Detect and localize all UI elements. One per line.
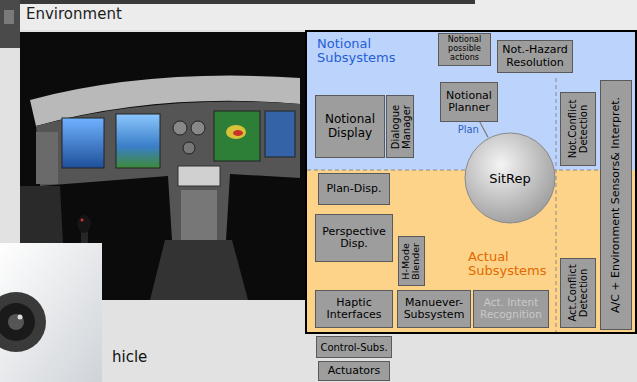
band-heading: Notional Subsystems [317,32,412,66]
title-bar [4,10,14,24]
node-text: Not.Conflict Detection [567,95,589,163]
cockpit-picture [116,114,160,168]
process-box: Haptic Interfaces [315,290,393,328]
node-text: Perspective Disp. [316,226,392,250]
process-box: Not.Conflict Detection [560,92,596,166]
process-box: Act.Conflict Detection [560,258,596,328]
cockpit-picture [77,215,91,233]
title-bar [20,0,475,4]
cockpit-picture [173,121,187,135]
node-text: A/C + Environment Sensors& Interpret. [610,83,622,327]
cockpit-picture [181,190,217,240]
node-text: H-Mode Blender [401,239,422,283]
process-box: Actuators [318,361,390,381]
process-box: Control-Subs. [316,336,391,358]
cockpit-picture [265,111,295,157]
process-box: Act. Intent Recognition [473,290,549,328]
cockpit-picture [81,219,84,222]
camera-picture [0,292,46,352]
process-box: Notional Display [315,95,385,158]
camera-picture [0,303,35,341]
node-text: Notional possible actions [439,36,490,62]
cockpit-picture [233,130,243,136]
process-box: H-Mode Blender [398,236,425,286]
label-text: hicle [112,348,147,366]
cockpit-picture [62,118,104,168]
title-text: Environment [26,5,122,23]
node-text: Act. Intent Recognition [474,297,548,320]
cockpit-picture [191,121,205,135]
process-box: Notional possible actions [438,33,491,65]
title-bar [0,0,20,48]
node-text: Not.-Hazard Resolution [498,44,572,68]
process-box: Notional Planner [440,82,498,122]
cockpit-picture [226,125,246,139]
node-text: Manuever-Subsystem [398,297,470,321]
node-text: Actuators [328,365,381,377]
cockpit-picture [214,111,260,161]
subsystem-band: Notional possible actions Not.-Hazard Res… [307,32,636,170]
process-box: Not.-Hazard Resolution [497,40,573,73]
camera-picture [18,315,23,320]
process-box: A/C + Environment Sensors& Interpret. [600,80,632,330]
node-text: Plan-Disp. [326,183,381,195]
node-text: Notional Display [316,113,384,139]
cockpit-picture [36,102,300,240]
camera-picture [8,314,24,330]
cockpit-picture [150,240,248,300]
edge-label: Plan [457,124,480,135]
node-text: Control-Subs. [320,342,387,353]
camera-picture [0,243,102,382]
sitrep-circle: SitRep [464,132,556,224]
process-box: Perspective Disp. [315,214,393,262]
cockpit-picture [36,132,58,184]
process-box: Manuever-Subsystem [397,290,471,328]
cockpit-picture [178,166,220,186]
process-box: Dialogue Manager [386,95,414,158]
node-text: Notional Planner [441,90,497,114]
title-bar [0,0,637,30]
process-box: Plan-Disp. [318,173,390,205]
node-text: Haptic Interfaces [316,297,392,321]
subsystem-frame [306,31,636,333]
node-text: Dialogue Manager [389,98,411,155]
cockpit-picture [183,142,195,154]
node-text: SitRep [489,171,531,186]
circle-outline [465,133,555,223]
node-text: Act.Conflict Detection [567,261,589,325]
